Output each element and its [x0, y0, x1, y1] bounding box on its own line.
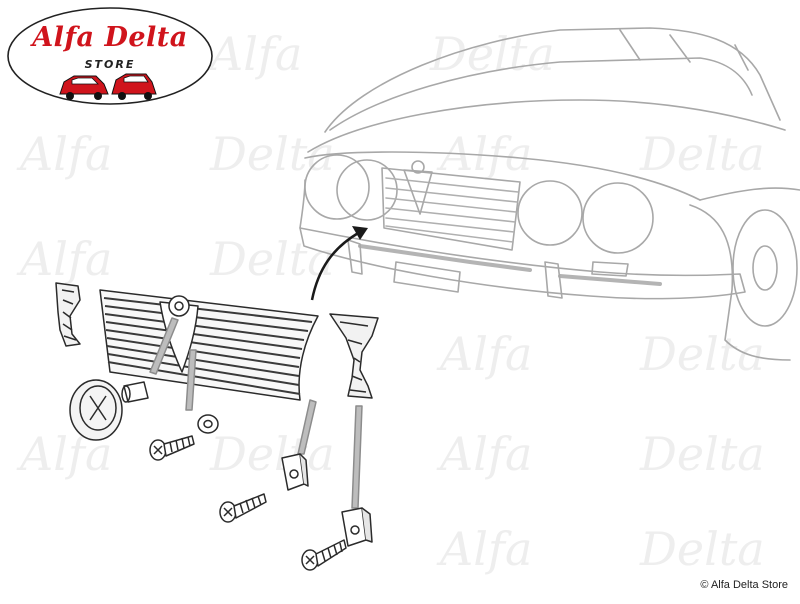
copyright-notice: © Alfa Delta Store: [700, 579, 788, 591]
watermark-text: Alfa: [436, 327, 532, 381]
washer-hole: [203, 419, 213, 429]
headlight-right-inner: [517, 180, 583, 246]
watermark-text: Alfa: [436, 427, 532, 481]
left-grille-end-panel: [55, 282, 81, 347]
logo-car-right: [111, 73, 157, 100]
logo-text-block: Alfa Delta STORE: [8, 6, 212, 106]
watermark-text: Delta: [209, 427, 335, 481]
pointer-strip-clip-2: [351, 405, 363, 509]
wheel-outline: [732, 209, 798, 327]
car-front-illustration: [299, 27, 800, 361]
logo-store-label: STORE: [84, 58, 136, 71]
watermark-text: Delta: [209, 127, 335, 181]
car-shield-outline: [403, 169, 433, 215]
fender-outline: [689, 204, 791, 361]
alfa-emblem-inner: [79, 385, 117, 431]
front-skirt: [299, 179, 306, 229]
car-grille-outline: [381, 167, 521, 251]
watermark-text: Alfa: [436, 522, 532, 576]
screw-part-3: [301, 539, 347, 571]
watermark-text: Alfa: [16, 232, 112, 286]
car-roof-outline: [324, 27, 781, 133]
watermark-text: Delta: [639, 327, 765, 381]
hubcap-outline: [752, 245, 778, 291]
windshield-outline: [329, 57, 753, 131]
spacer-bushing: [123, 381, 149, 403]
grille-badge-hole: [174, 301, 184, 311]
hood-front-edge: [304, 151, 701, 201]
right-grille-end-panel: [329, 313, 379, 399]
washer-part: [197, 414, 219, 434]
headlight-right-outer: [582, 182, 654, 254]
hood-outline: [307, 99, 786, 153]
left-grille-end-detail: [61, 289, 77, 341]
screw-part-2: [219, 493, 267, 523]
screw-part-1: [149, 435, 195, 461]
watermark-text: Alfa: [16, 127, 112, 181]
grille-badge-mount: [168, 295, 190, 317]
watermark-text: Delta: [639, 427, 765, 481]
logo-car-left: [59, 75, 109, 100]
headlight-left-inner: [336, 159, 398, 221]
watermark-text: Alfa: [206, 27, 302, 81]
bumper-guard-left: [347, 239, 363, 275]
bumper-stripe-right: [558, 274, 662, 286]
spacer-bushing-end: [121, 385, 131, 403]
pointer-strip-clip-1: [297, 399, 317, 455]
install-arrow-head: [352, 226, 368, 240]
grille-center-shield: [159, 301, 199, 373]
watermark-text: Delta: [429, 27, 555, 81]
exploded-parts: [55, 282, 379, 571]
watermark-text: Delta: [209, 232, 335, 286]
install-arrow: [310, 230, 361, 301]
wiper-line: [619, 29, 749, 71]
main-grille-bars: [103, 297, 313, 395]
clip-nut-part-1: [281, 453, 309, 491]
license-plate-bracket: [393, 261, 461, 293]
alfa-emblem-cross: [89, 395, 107, 421]
fog-light: [591, 261, 629, 277]
body-side-outline: [699, 187, 800, 201]
bumper-outline: [299, 227, 746, 300]
bumper-stripe: [358, 244, 532, 272]
watermark-text: Delta: [639, 127, 765, 181]
logo-oval: [7, 7, 213, 105]
emblem-pointer-strip: [149, 317, 179, 375]
bumper-guard-right: [544, 261, 563, 299]
right-grille-end-detail: [339, 321, 369, 393]
screw-pointer-strip: [185, 349, 197, 411]
clip-nut-part-2: [341, 507, 373, 547]
store-logo: [7, 7, 213, 105]
watermark-text: Delta: [639, 522, 765, 576]
logo-title: Alfa Delta: [32, 22, 188, 53]
car-badge-outline: [411, 160, 425, 174]
